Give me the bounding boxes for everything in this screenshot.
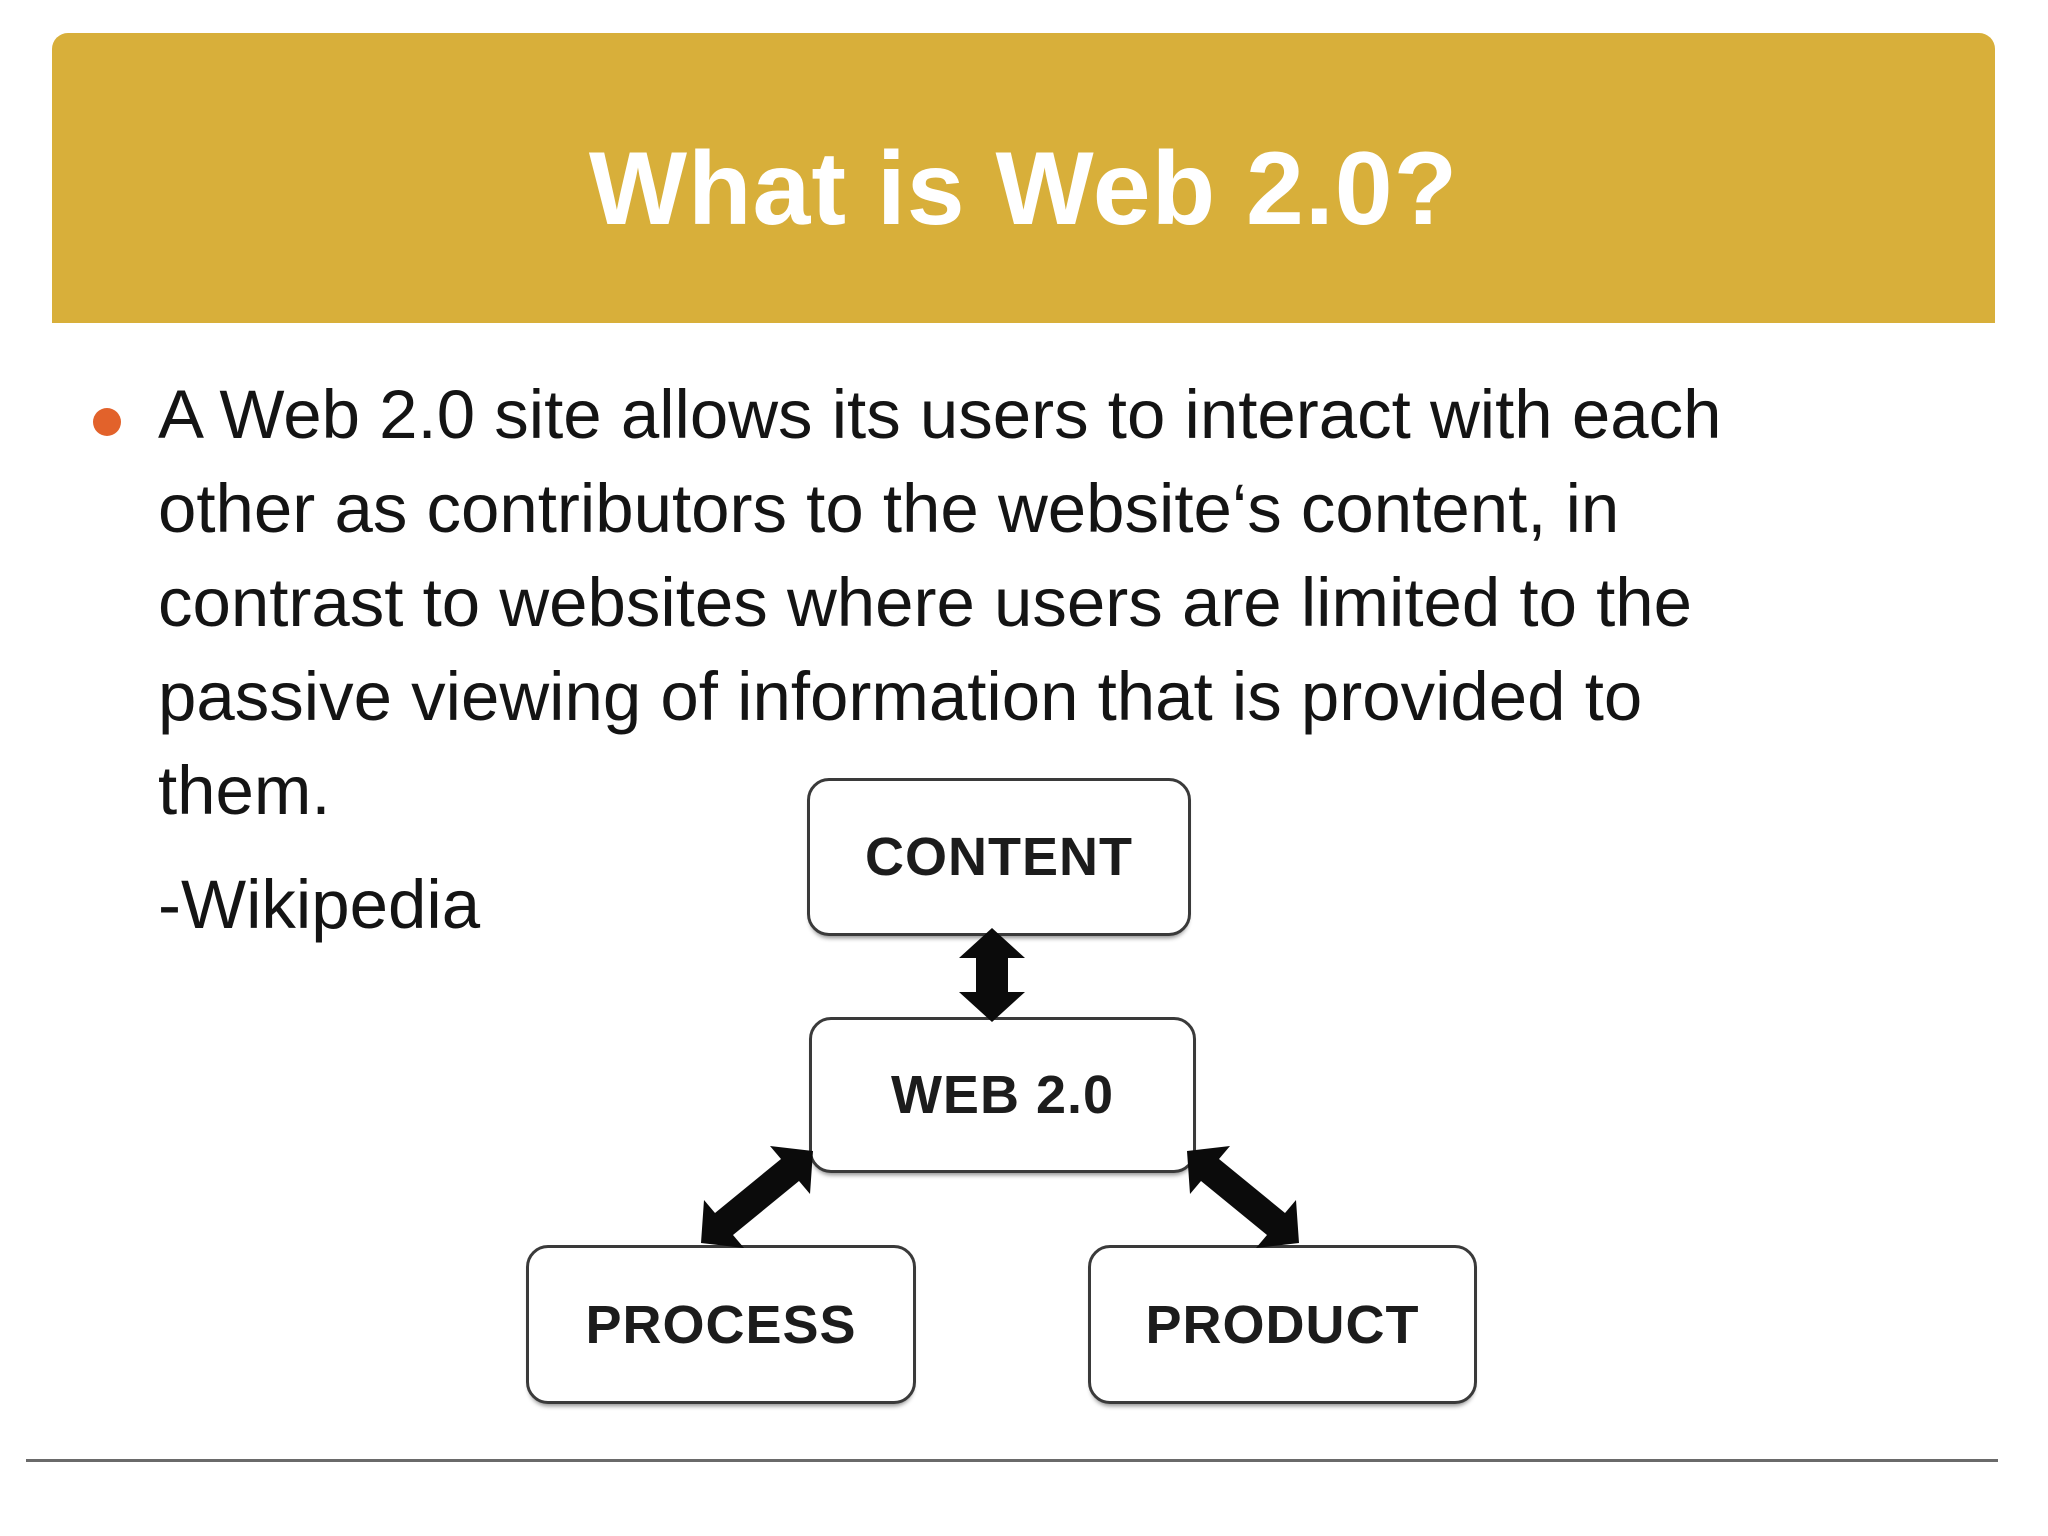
diagram-node-label: WEB 2.0 — [890, 1065, 1115, 1125]
bullet-line: contrast to websites where users are lim… — [158, 564, 1693, 641]
bullet-dot — [93, 408, 121, 436]
attribution-text: -Wikipedia — [158, 866, 481, 943]
slide-title: What is Web 2.0? — [588, 130, 1459, 247]
diagram-node-label: CONTENT — [865, 827, 1133, 887]
bullet-line: other as contributors to the website‘s c… — [158, 470, 1620, 547]
double-arrow-vertical-icon — [959, 928, 1025, 1022]
title-banner: What is Web 2.0? — [52, 33, 1995, 323]
diagram-node-web20: WEB 2.0 — [809, 1017, 1196, 1173]
diagram-node-product: PRODUCT — [1088, 1245, 1477, 1404]
bullet-line: passive viewing of information that is p… — [158, 658, 1643, 735]
footer-divider — [26, 1459, 1998, 1462]
double-arrow-down-right-icon — [1187, 1146, 1299, 1248]
diagram-node-label: PROCESS — [585, 1294, 857, 1355]
diagram-node-content: CONTENT — [807, 778, 1191, 936]
bullet-line: A Web 2.0 site allows its users to inter… — [158, 376, 1722, 453]
bullet-line: them. — [158, 752, 331, 829]
diagram-node-process: PROCESS — [526, 1245, 916, 1404]
bullet-paragraph: A Web 2.0 site allows its users to inter… — [158, 368, 1721, 838]
double-arrow-down-left-icon — [701, 1146, 813, 1248]
diagram-node-label: PRODUCT — [1145, 1294, 1420, 1355]
